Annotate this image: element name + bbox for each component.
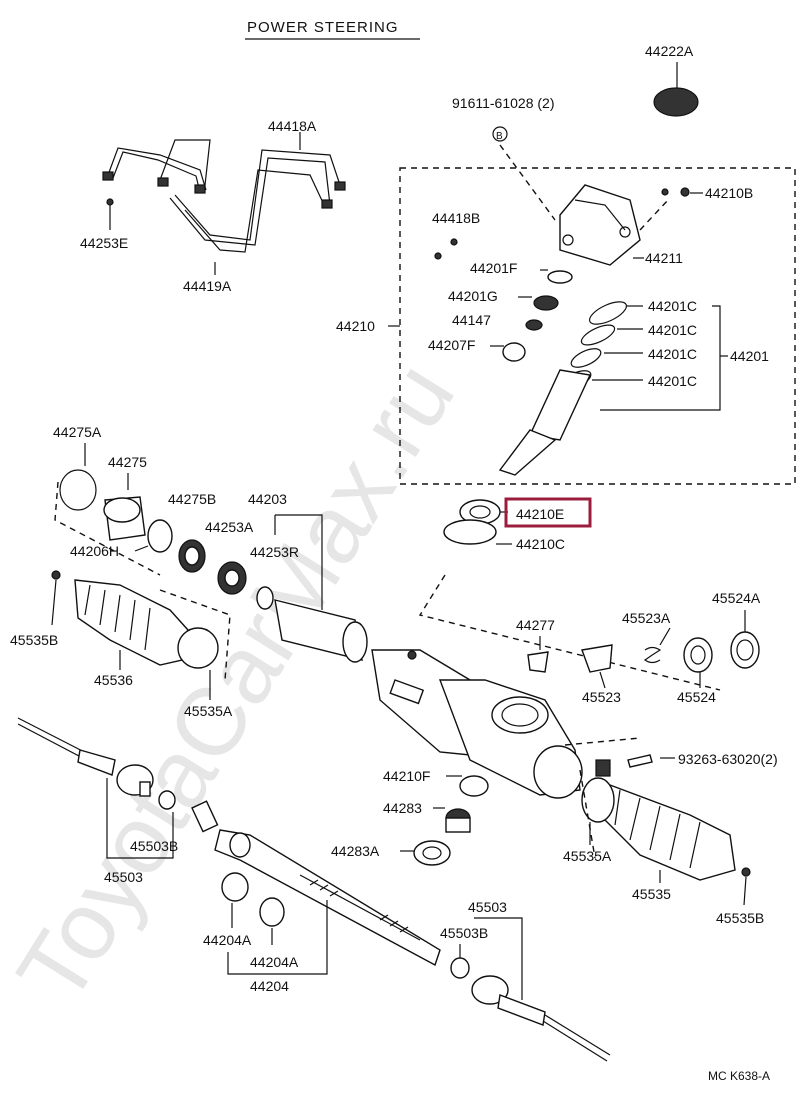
label-44275A: 44275A — [53, 424, 102, 440]
valve-housing-44211 — [559, 184, 641, 266]
label-44206H: 44206H — [70, 543, 119, 559]
label-44210E: 44210E — [516, 506, 564, 522]
nut-44253E — [106, 198, 114, 206]
clip-45535B-left — [51, 570, 61, 580]
label-45535B-right: 45535B — [716, 910, 764, 926]
label-44201C-3: 44201C — [648, 346, 697, 362]
label-44147: 44147 — [452, 312, 491, 328]
label-44210: 44210 — [336, 318, 375, 334]
ring-44147 — [525, 319, 543, 331]
plate-44210C — [443, 519, 497, 545]
label-44275B: 44275B — [168, 491, 216, 507]
seal-44210F — [459, 775, 489, 797]
seal-44207F — [502, 342, 526, 362]
label-45535B-left: 45535B — [10, 632, 58, 648]
guide-45523 — [581, 644, 613, 673]
adjuster-45524 — [683, 637, 713, 673]
washer-44253 — [256, 586, 274, 610]
diagram-title: POWER STEERING — [247, 19, 399, 36]
snap-ring-44275A — [59, 469, 97, 511]
label-44210C: 44210C — [516, 536, 565, 552]
clamp-45535A-left — [177, 627, 219, 669]
bush-44204A-1 — [221, 872, 249, 902]
tie-rod-left — [17, 717, 154, 797]
label-44210F: 44210F — [383, 768, 430, 784]
label-91611: 91611-61028 (2) — [452, 95, 554, 111]
cap-44222A — [653, 87, 699, 117]
rack-44204 — [191, 800, 441, 967]
bush-44204A-2 — [259, 897, 285, 927]
label-45535A-left: 45535A — [184, 703, 233, 719]
boot-45536 — [74, 579, 189, 666]
label-44283A: 44283A — [331, 843, 380, 859]
label-44204: 44204 — [250, 978, 289, 994]
label-44201C-2: 44201C — [648, 322, 697, 338]
label-45523A: 45523A — [622, 610, 671, 626]
label-44201G: 44201G — [448, 288, 498, 304]
label-44201C-4: 44201C — [648, 373, 697, 389]
cylinder-44203 — [274, 599, 363, 661]
label-44275: 44275 — [108, 454, 147, 470]
nut-44283A — [413, 840, 451, 866]
label-44204A-2: 44204A — [250, 954, 299, 970]
corner-code: MC K638-A — [708, 1069, 770, 1083]
cover-44277 — [527, 651, 549, 673]
washer-45503B-right — [450, 957, 470, 979]
label-44253A: 44253A — [205, 519, 254, 535]
locknut-45524A — [730, 631, 760, 669]
label-44204A-1: 44204A — [203, 932, 252, 948]
label-44283: 44283 — [383, 800, 422, 816]
label-45535: 45535 — [632, 886, 671, 902]
circle-b-letter: B — [496, 131, 503, 142]
label-45524: 45524 — [677, 689, 716, 705]
label-45503-right: 45503 — [468, 899, 507, 915]
pressure-pipes — [102, 139, 346, 253]
label-44201C-1: 44201C — [648, 298, 697, 314]
label-45535A-right: 45535A — [563, 848, 612, 864]
label-44203: 44203 — [248, 491, 287, 507]
tie-rod-right — [471, 975, 611, 1062]
clip-45535B-right — [741, 867, 751, 877]
circle-b-marker — [492, 126, 508, 142]
label-45536: 45536 — [94, 672, 133, 688]
highlight-box — [504, 497, 592, 528]
label-44211: 44211 — [645, 250, 683, 266]
label-44201F: 44201F — [470, 260, 517, 276]
label-45503-left: 45503 — [104, 869, 143, 885]
ring-44275B — [147, 519, 173, 553]
boot-45535 — [604, 784, 736, 881]
seal-44201F — [547, 270, 573, 284]
valve-assembly-box — [399, 167, 796, 485]
label-44207F: 44207F — [428, 337, 475, 353]
spring-45523A — [643, 646, 662, 664]
label-44419A: 44419A — [183, 278, 232, 294]
bearing-44201G — [533, 295, 559, 311]
label-45503B-left: 45503B — [130, 838, 178, 854]
label-44253R: 44253R — [250, 544, 299, 560]
label-44210B: 44210B — [705, 185, 753, 201]
label-44277: 44277 — [516, 617, 555, 633]
label-44418B: 44418B — [432, 210, 480, 226]
label-44418A: 44418A — [268, 118, 317, 134]
label-93263: 93263-63020(2) — [678, 751, 778, 767]
label-45503B-right: 45503B — [440, 925, 488, 941]
clamp-45535A-right — [581, 777, 615, 823]
label-44222A: 44222A — [645, 43, 694, 59]
washer-45503B-left — [158, 790, 176, 810]
label-44201: 44201 — [730, 348, 769, 364]
rack-housing — [371, 649, 583, 799]
bolt-93263 — [627, 754, 653, 768]
label-45523: 45523 — [582, 689, 621, 705]
label-45524A: 45524A — [712, 590, 761, 606]
valve-shaft — [498, 301, 628, 476]
label-44253E: 44253E — [80, 235, 128, 251]
